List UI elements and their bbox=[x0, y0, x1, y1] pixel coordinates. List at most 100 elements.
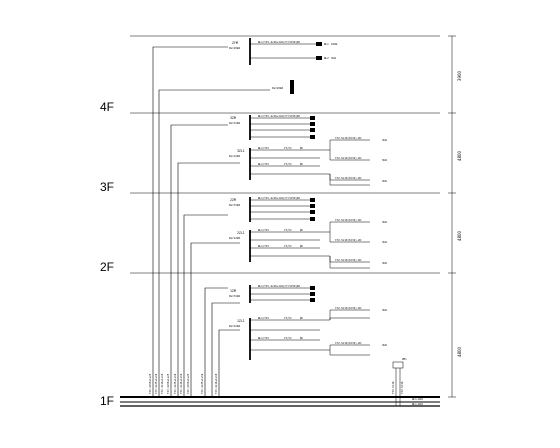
right-label-3f-2: YJV-5x10(SC32)-WC bbox=[335, 238, 362, 242]
riser-6 bbox=[190, 242, 240, 397]
roof-box: Pe=10kW bbox=[272, 80, 294, 94]
right-riser-box-label: ZM1 bbox=[402, 357, 407, 361]
dimension-line bbox=[448, 35, 456, 398]
panel-a-power-3f: Pe=72kW bbox=[229, 203, 240, 207]
roof-panel: ZYM Pe=10kW WL1/YJV-4x16+1x6(CT/SC50)WC … bbox=[229, 38, 338, 65]
right-bus-3f-a bbox=[320, 221, 370, 233]
riser-label-7: YJV-4x50+1x25 bbox=[186, 373, 190, 394]
floor-label-1f: 1F bbox=[100, 394, 114, 408]
roof-breaker-1 bbox=[316, 42, 322, 46]
breaker-3f-3 bbox=[310, 210, 315, 214]
floor-label-3f: 3F bbox=[100, 180, 114, 194]
floor-block-2f bbox=[249, 285, 370, 360]
circuit-mode-2f-2: WC bbox=[300, 336, 304, 340]
circuit-mode-4f-1: WC bbox=[300, 146, 304, 150]
floor-levels bbox=[120, 35, 440, 407]
breaker-2f-3 bbox=[310, 298, 315, 302]
panel-a-id-3f: 2ZM bbox=[230, 198, 236, 202]
right-bus-2f-a bbox=[320, 309, 370, 321]
riser-labels: YJV-4x50+1x25 YJV-4x35+1x16 YJV-4x16+1x1… bbox=[148, 373, 218, 394]
right-riser bbox=[392, 361, 404, 406]
riser-4 bbox=[177, 162, 240, 397]
floor-block-3f-marks: 2ZM Pe=72kW 2ZL1 Pe=12kW WL1/YJV-4x16+1x… bbox=[229, 196, 387, 265]
floor-block-2f-marks: 1ZM Pe=72kW 1ZL1 Pe=12kW WL1/YJV-4x16+1x… bbox=[229, 284, 387, 347]
circuit-type-4f-2: CT/CC bbox=[284, 162, 292, 166]
breaker-4f-3 bbox=[310, 128, 315, 132]
circuit-label-4f-1: WL1/YJV bbox=[258, 146, 269, 150]
right-label-4f-1: YJV-5x10(SC32)-WC bbox=[335, 136, 362, 140]
riser-label-2: YJV-4x35+1x16 bbox=[154, 373, 158, 394]
right-label-4f-3: YJV-5x10(SC32)-WC bbox=[335, 176, 362, 180]
riser-9 bbox=[218, 329, 240, 397]
right-label-4f-2: YJV-5x10(SC32)-WC bbox=[335, 156, 362, 160]
panel-b-id-2f: 1ZL1 bbox=[237, 319, 245, 323]
circuit-label-3f-1: WL1/YJV bbox=[258, 228, 269, 232]
right-load-2f-1: 3kW bbox=[382, 308, 387, 312]
roof-panel-id: ZYM bbox=[232, 41, 238, 45]
circuit-label-2f-1: WL1/YJV bbox=[258, 316, 269, 320]
right-label-3f-3: YJV-5x10(SC32)-WC bbox=[335, 258, 362, 262]
circuit-label-4f-2: WL1/YJV bbox=[258, 162, 269, 166]
roof-box-rect bbox=[290, 80, 294, 94]
circuit-type-2f-2: CT/CC bbox=[284, 336, 292, 340]
riser-7 bbox=[204, 287, 228, 397]
floor-label-2f: 2F bbox=[100, 260, 114, 274]
circuit-type-3f-1: CT/CC bbox=[284, 228, 292, 232]
right-bus-4f-a bbox=[320, 139, 370, 151]
roof-breaker-2 bbox=[316, 56, 322, 60]
breaker-4f-2 bbox=[310, 122, 315, 126]
circuit-type-4f-1: CT/CC bbox=[284, 146, 292, 150]
panel-a-id-2f: 1ZM bbox=[230, 289, 236, 293]
riser-1 bbox=[152, 46, 228, 397]
breaker-4f-1 bbox=[310, 116, 315, 120]
riser-5 bbox=[183, 214, 228, 397]
riser-label-5: YJV-4x35+1x16 bbox=[173, 373, 177, 394]
panel-a-power-4f: Pe=72kW bbox=[229, 121, 240, 125]
circuit-mode-2f-1: WC bbox=[300, 316, 304, 320]
roof-breaker-label-2: WL2 bbox=[324, 56, 329, 60]
riser-label-8: YJV-4x35+1x16 bbox=[200, 373, 204, 394]
roof-load-2: 3kW bbox=[331, 56, 336, 60]
right-bus-2f-b bbox=[329, 317, 370, 320]
floor-block-3f bbox=[249, 197, 370, 269]
floor-block-4f-marks: 3ZM Pe=72kW 3ZL1 Pe=12kW WL1/YJV-4x16+1x… bbox=[229, 114, 387, 183]
right-load-4f-1: 3kW bbox=[382, 138, 387, 142]
right-load-4f-3: 3kW bbox=[382, 179, 387, 183]
floor-label-4f: 4F bbox=[100, 100, 114, 114]
right-load-2f-2: 3kW bbox=[382, 343, 387, 347]
right-load-4f-2: 3kW bbox=[382, 158, 387, 162]
feeder-label-2f: WL1/YJV-4x16+1x6(CT/SC50)WC bbox=[258, 284, 301, 288]
right-load-3f-3: 3kW bbox=[382, 261, 387, 265]
right-label-3f-1: YJV-5x10(SC32)-WC bbox=[335, 218, 362, 222]
roof-panel-power: Pe=10kW bbox=[229, 46, 240, 50]
riser-label-6: YJV-4x16+1x10 bbox=[179, 373, 183, 394]
riser-2 bbox=[158, 89, 270, 397]
roof-box-label: Pe=10kW bbox=[272, 86, 283, 90]
right-bus-4f-b bbox=[329, 150, 370, 161]
right-riser-label-1: YJV-5x16 bbox=[391, 381, 395, 394]
riser-3 bbox=[170, 124, 228, 397]
panel-b-id-3f: 2ZL1 bbox=[237, 231, 245, 235]
breaker-2f-1 bbox=[310, 286, 315, 290]
right-riser-label-2: YJV-5x16 bbox=[400, 381, 404, 394]
floor-block-4f bbox=[249, 115, 370, 186]
riser-label-1: YJV-4x50+1x25 bbox=[148, 373, 152, 394]
panel-a-id-4f: 3ZM bbox=[230, 116, 236, 120]
right-riser-bottom-label-1: WL1-WL6 bbox=[412, 397, 423, 401]
right-label-2f-1: YJV-5x10(SC32)-WC bbox=[335, 306, 362, 310]
panel-b-power-4f: Pe=12kW bbox=[229, 154, 240, 158]
right-bus-4f-d bbox=[329, 174, 370, 186]
breaker-2f-2 bbox=[310, 292, 315, 296]
right-bus-2f-c bbox=[320, 344, 370, 351]
right-load-3f-1: 3kW bbox=[382, 220, 387, 224]
right-label-2f-2: YJV-5x10(SC32)-WC bbox=[335, 341, 362, 345]
right-bus-2f-d bbox=[329, 350, 370, 356]
dim-text-2: 4800 bbox=[457, 150, 462, 161]
right-riser-bottom-label-2: WL1-WL6 bbox=[412, 402, 423, 406]
dim-text-4: 4800 bbox=[457, 346, 462, 357]
circuit-type-3f-2: CT/CC bbox=[284, 244, 292, 248]
circuit-mode-4f-2: WC bbox=[300, 162, 304, 166]
circuit-label-2f-2: WL1/YJV bbox=[258, 336, 269, 340]
riser-label-9: YJV-4x16+1x10 bbox=[214, 373, 218, 394]
